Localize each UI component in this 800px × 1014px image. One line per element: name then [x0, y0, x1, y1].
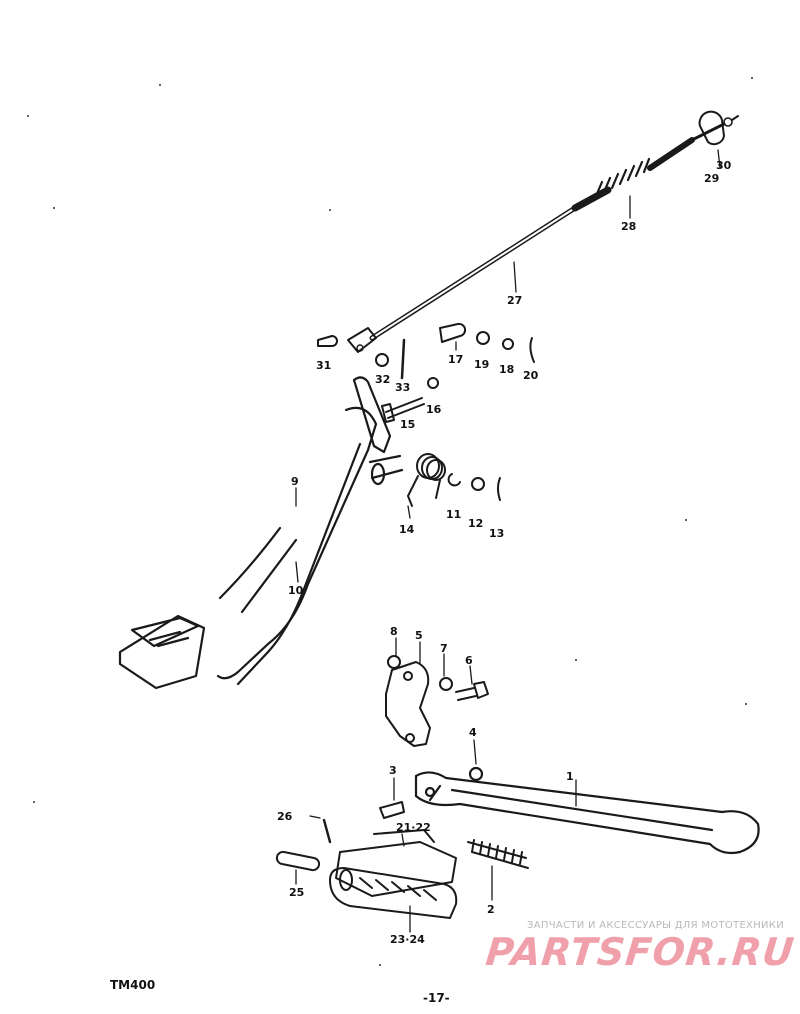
part-label-18: 18: [499, 363, 515, 376]
part-label-15: 15: [400, 418, 416, 431]
return-spring-14: [407, 453, 446, 507]
part-label-19: 19: [474, 358, 490, 371]
bolt-6-shank: [455, 687, 477, 701]
part-label-5: 5: [415, 629, 423, 642]
nut-7: [439, 677, 453, 691]
watermark-brand: PARTSFOR.RU: [483, 930, 797, 974]
part-label-16: 16: [426, 403, 442, 416]
pin-25: [275, 850, 321, 872]
stand-bracket-5: [385, 661, 431, 747]
part-label-27: 27: [507, 294, 523, 307]
part-label-9: 9: [291, 475, 299, 488]
part-label-10: 10: [288, 584, 304, 597]
cotter-26: [322, 818, 332, 844]
washer-12: [471, 477, 485, 491]
washer-32: [375, 353, 389, 367]
part-label-1: 1: [566, 770, 574, 783]
part-label-31: 31: [316, 359, 332, 372]
part-label-12: 12: [468, 517, 484, 530]
part-label-7: 7: [440, 642, 448, 655]
part-label-4: 4: [469, 726, 477, 739]
part-label-8: 8: [390, 625, 398, 638]
clip-11: [447, 473, 461, 487]
page-number: -17-: [423, 991, 450, 1005]
part-label-17: 17: [448, 353, 464, 366]
part-label-29: 29: [704, 172, 720, 185]
nut-8: [387, 655, 401, 669]
nut-18: [502, 338, 514, 350]
part-label-26: 26: [277, 810, 293, 823]
watermark-tagline: ЗАПЧАСТИ И АКСЕССУАРЫ ДЛЯ МОТОТЕХНИКИ: [527, 920, 784, 931]
bolt-3: [379, 801, 405, 819]
part-label-6: 6: [465, 654, 473, 667]
joint-17: [439, 322, 467, 343]
footrest-assembly: [329, 829, 458, 919]
pin-33: [400, 338, 406, 380]
cotter-20: [529, 337, 535, 363]
cotter-13: [497, 477, 501, 501]
part-label-20: 20: [523, 369, 539, 382]
part-label-2: 2: [487, 903, 495, 916]
part-label-30: 30: [716, 159, 732, 172]
part-label-11: 11: [446, 508, 462, 521]
model-code: TM400: [110, 978, 156, 992]
brake-pedal: [118, 376, 404, 690]
leader-lines: [295, 149, 721, 933]
part-label-28: 28: [621, 220, 637, 233]
scan-specks: [27, 77, 753, 966]
stand-spring-2: [467, 839, 529, 869]
part-label-21-22: 21·22: [396, 821, 431, 834]
part-label-3: 3: [389, 764, 397, 777]
bolt-15: [381, 403, 395, 423]
part-label-32: 32: [375, 373, 391, 386]
washer-19: [476, 331, 490, 345]
bolt-6: [473, 681, 489, 699]
part-label-25: 25: [289, 886, 305, 899]
part-label-23-24: 23·24: [390, 933, 425, 946]
part-label-13: 13: [489, 527, 505, 540]
nut-16: [427, 377, 439, 389]
part-label-33: 33: [395, 381, 411, 394]
side-stand-1: [414, 766, 760, 855]
pin-31: [317, 335, 338, 347]
part-label-14: 14: [399, 523, 415, 536]
brake-cable: [347, 110, 739, 353]
